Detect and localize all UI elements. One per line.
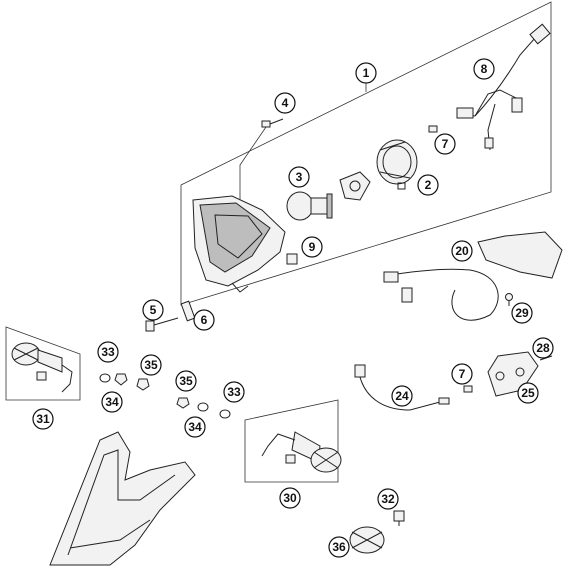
left-indicator-frame: [5, 326, 81, 401]
socket: [286, 253, 298, 265]
callout: 5: [142, 299, 164, 321]
bulb-small: [428, 125, 438, 133]
svg-text:5: 5: [150, 303, 157, 317]
callout: 6: [193, 309, 215, 331]
svg-text:31: 31: [36, 412, 50, 426]
bulb-small: [463, 385, 473, 393]
callout: 1: [355, 62, 377, 84]
callout: 29: [511, 302, 533, 324]
spacer-sleeve: [180, 300, 196, 322]
callout: 20: [451, 240, 473, 262]
svg-text:25: 25: [521, 386, 535, 400]
callout: 33: [223, 381, 245, 403]
svg-text:24: 24: [395, 389, 409, 403]
svg-text:35: 35: [144, 358, 158, 372]
headlight-bulb: [286, 191, 333, 221]
svg-text:36: 36: [332, 540, 346, 554]
svg-text:3: 3: [296, 170, 303, 184]
svg-text:35: 35: [179, 374, 193, 388]
rear-wiring-harness: [383, 231, 563, 321]
svg-text:6: 6: [201, 313, 208, 327]
rubber-boot: [376, 139, 418, 190]
nut-washer-set-right: [176, 397, 231, 419]
callout: 24: [391, 385, 413, 407]
callout: 25: [517, 382, 539, 404]
svg-text:32: 32: [381, 492, 395, 506]
svg-text:8: 8: [481, 62, 488, 76]
callout: 7: [434, 133, 456, 155]
svg-text:4: 4: [282, 96, 289, 110]
svg-text:33: 33: [227, 385, 241, 399]
bolt-icon: [393, 510, 405, 526]
svg-text:30: 30: [283, 491, 297, 505]
retaining-plate: [339, 171, 371, 201]
callout: 31: [32, 408, 54, 430]
callout: 9: [301, 236, 323, 258]
svg-text:20: 20: [455, 244, 469, 258]
wiring-harness: [456, 23, 551, 151]
svg-text:2: 2: [425, 178, 432, 192]
headlight-mask-fairing: [49, 431, 196, 566]
left-indicator: [11, 342, 73, 393]
callout: 36: [328, 536, 350, 558]
callout: 30: [279, 487, 301, 509]
license-plate-light: [487, 351, 553, 397]
license-light-cable: [354, 364, 450, 411]
svg-text:7: 7: [442, 137, 449, 151]
indicator-lens: [349, 526, 385, 554]
headlight-assembly-frame: [180, 1, 552, 306]
callout: 7: [451, 363, 473, 385]
right-indicator: [261, 431, 342, 473]
svg-text:28: 28: [536, 341, 550, 355]
callout: 2: [417, 174, 439, 196]
svg-text:33: 33: [101, 345, 115, 359]
callout: 34: [184, 416, 206, 438]
svg-text:9: 9: [309, 240, 316, 254]
callout: 32: [377, 488, 399, 510]
svg-text:29: 29: [515, 306, 529, 320]
svg-text:7: 7: [459, 367, 466, 381]
callout: 3: [288, 166, 310, 188]
callout: 35: [175, 370, 197, 392]
callout: 33: [97, 341, 119, 363]
callout: 35: [140, 354, 162, 376]
callout: 4: [274, 92, 296, 114]
nut-washer-set-left: [99, 373, 150, 391]
bolt-icon: [239, 118, 284, 200]
screw: [505, 293, 513, 306]
callout: 28: [532, 337, 554, 359]
svg-text:1: 1: [363, 66, 370, 80]
right-indicator-frame: [244, 399, 339, 483]
svg-text:34: 34: [105, 395, 119, 409]
svg-text:34: 34: [188, 420, 202, 434]
callout: 8: [473, 58, 495, 80]
headlight-housing: [192, 195, 286, 293]
callout: 34: [101, 391, 123, 413]
bolt-icon: [145, 317, 179, 332]
